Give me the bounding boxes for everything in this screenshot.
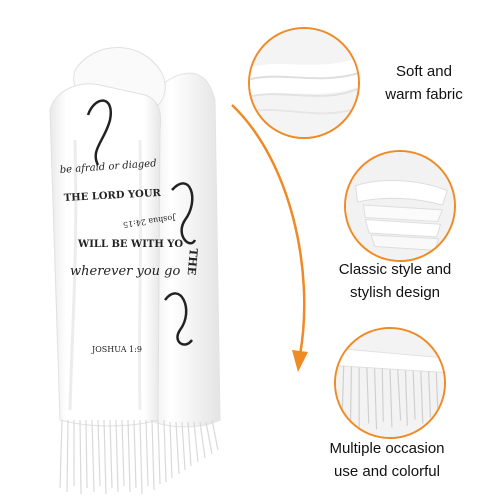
- feature-label-multiple-occasion: Multiple occasion use and colorful: [312, 437, 462, 483]
- feature-label-line: use and colorful: [334, 463, 440, 480]
- scarf-back-panel: [149, 72, 221, 428]
- feature-image-soft-fabric: [248, 27, 360, 139]
- fabric-fold-icon: [250, 29, 358, 137]
- fabric-stack-icon: [346, 152, 454, 260]
- feature-label-line: Multiple occasion: [329, 440, 445, 457]
- feature-label-line: Classic style and: [338, 261, 452, 278]
- arrow-head-icon: [292, 350, 308, 372]
- fringe-tassel-icon: [336, 329, 444, 437]
- feature-label-line: stylish design: [349, 284, 441, 301]
- feature-label-classic-style: Classic style and stylish design: [320, 258, 470, 304]
- script-flourish: [86, 99, 113, 166]
- feature-label-soft-fabric: Soft and warm fabric: [368, 60, 480, 106]
- feature-image-classic-style: [344, 150, 456, 262]
- feature-image-multiple-occasion: [334, 327, 446, 439]
- decorative-arrow: [231, 104, 306, 356]
- feature-label-line: warm fabric: [385, 86, 463, 103]
- scarf-fringe: [59, 419, 219, 495]
- scarf-print-line-3: WILL BE WITH YO: [77, 239, 183, 250]
- feature-label-line: Soft and: [396, 63, 452, 80]
- scarf-print-line-5: JOSHUA 1:9: [91, 345, 142, 354]
- scarf-back-print-1: THE: [185, 248, 200, 276]
- scarf-print-line-2: THE LORD YOUR: [64, 188, 162, 204]
- scarf-front-panel: [49, 83, 162, 427]
- scarf-print-line-4: wherever you go: [70, 264, 180, 279]
